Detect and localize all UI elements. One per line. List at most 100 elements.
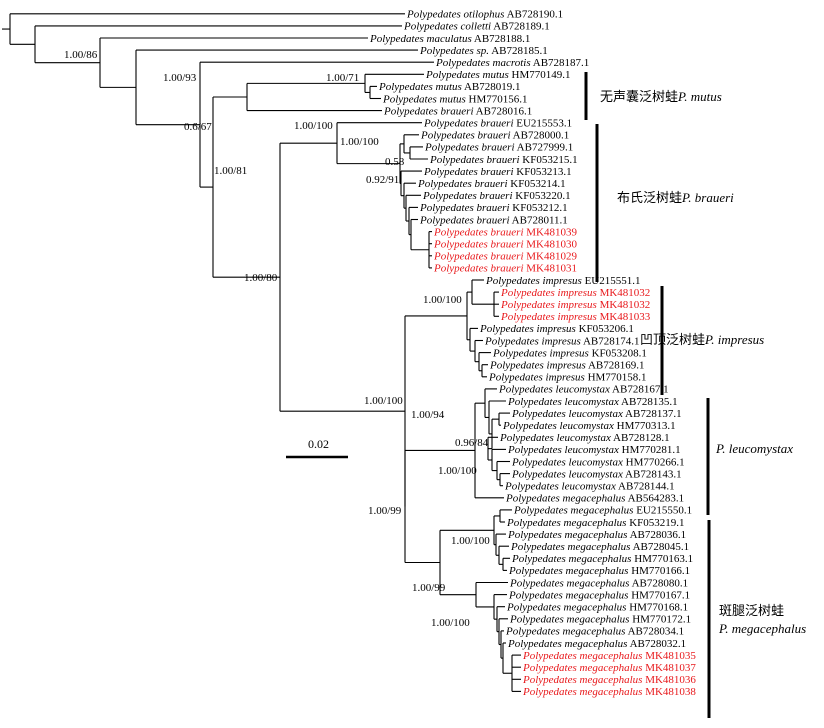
taxon-accession: HM770172.1 — [629, 614, 691, 626]
taxon-label: Polypedates impresus KF053208.1 — [492, 347, 647, 359]
taxon-label: Polypedates braueri AB727999.1 — [424, 142, 573, 154]
taxon-accession: HM770266.1 — [623, 456, 685, 468]
clade-label-megacephalus-chinese: 斑腿泛树蛙 — [719, 604, 784, 619]
taxon-label: Polypedates impresus MK481032 — [500, 287, 650, 299]
support-value-s-leuco: 1.00/94 — [411, 409, 445, 421]
taxon-species-name: Polypedates leucomystax — [502, 420, 614, 432]
taxon-species-name: Polypedates megacephalus — [509, 577, 629, 589]
taxon-label: Polypedates impresus AB728169.1 — [489, 360, 645, 372]
taxon-accession: KF053215.1 — [520, 154, 578, 166]
taxon-label: Polypedates megacephalus AB728032.1 — [507, 638, 686, 650]
taxon-accession: HM770163.1 — [631, 553, 693, 565]
taxon-species-name: Polypedates braueri — [424, 142, 515, 154]
taxon-accession: HM770156.1 — [466, 93, 528, 105]
taxon-species-name: Polypedates impresus — [484, 335, 581, 347]
support-value-s-leu-meg: 1.00/99 — [368, 505, 402, 517]
taxon-accession: HM770313.1 — [614, 420, 676, 432]
taxon-label: Polypedates braueri KF053214.1 — [417, 178, 566, 190]
taxon-accession: KF053212.1 — [510, 202, 568, 214]
taxon-label: Polypedates braueri MK481030 — [433, 239, 577, 251]
taxon-label: Polypedates megacephalus HM770167.1 — [508, 589, 690, 601]
taxon-species-name: Polypedates mutus — [382, 93, 466, 105]
support-value-s-braueri-058: 0.58 — [385, 156, 405, 168]
taxon-accession: MK481033 — [597, 311, 651, 323]
support-value-s-mega-sub2: 1.00/100 — [431, 617, 470, 629]
taxon-label: Polypedates braueri AB728000.1 — [420, 130, 569, 142]
taxon-species-name: Polypedates megacephalus — [507, 529, 627, 541]
support-value-s-main: 1.00/80 — [244, 272, 278, 284]
taxon-accession: HM770168.1 — [626, 602, 688, 614]
taxon-species-name: Polypedates braueri — [383, 105, 474, 117]
taxon-species-name: Polypedates leucomystax — [511, 468, 623, 480]
taxon-species-name: Polypedates leucomystax — [507, 444, 619, 456]
taxon-species-name: Polypedates leucomystax — [499, 432, 611, 444]
taxon-label: Polypedates mutus AB728019.1 — [378, 81, 520, 93]
taxon-label: Polypedates megacephalus KF053219.1 — [506, 517, 685, 529]
taxon-accession: HM770158.1 — [585, 372, 647, 384]
taxon-label: Polypedates braueri MK481029 — [433, 251, 577, 263]
taxon-species-name: Polypedates mutus — [425, 69, 509, 81]
taxon-accession: AB728144.1 — [616, 481, 675, 493]
support-value-s-mut-brau: 0.6/67 — [184, 121, 212, 133]
taxon-label: Polypedates megacephalus MK481037 — [522, 662, 696, 674]
support-value-s-macrotis: 1.00/93 — [163, 72, 197, 84]
taxon-accession: MK481032 — [597, 299, 650, 311]
taxon-species-name: Polypedates leucomystax — [511, 408, 623, 420]
taxon-accession: AB728143.1 — [623, 468, 682, 480]
taxon-species-name: Polypedates megacephalus — [513, 505, 633, 517]
taxon-species-name: Polypedates braueri — [429, 154, 520, 166]
taxon-accession: AB728000.1 — [511, 130, 570, 142]
taxon-accession: AB728187.1 — [531, 57, 590, 69]
taxon-label: Polypedates braueri KF053220.1 — [422, 190, 571, 202]
clade-label-leucomystax: P. leucomystax — [715, 441, 793, 456]
taxon-species-name: Polypedates leucomystax — [511, 456, 623, 468]
taxon-label: Polypedates leucomystax AB728128.1 — [499, 432, 670, 444]
taxon-species-name: Polypedates megacephalus — [511, 553, 631, 565]
clade-label-braueri: 布氏泛树蛙P. braueri — [617, 190, 734, 206]
taxon-accession: MK481032 — [597, 287, 650, 299]
taxon-accession: MK481030 — [524, 239, 578, 251]
taxon-accession: MK481037 — [642, 662, 696, 674]
taxon-species-name: Polypedates braueri — [417, 178, 508, 190]
taxon-label: Polypedates megacephalus HM770172.1 — [509, 614, 691, 626]
taxon-species-name: Polypedates impresus — [488, 372, 585, 384]
taxon-accession: MK481039 — [524, 226, 578, 238]
taxon-label: Polypedates megacephalus HM770163.1 — [511, 553, 693, 565]
taxon-species-name: Polypedates leucomystax — [504, 481, 616, 493]
taxon-species-name: Polypedates impresus — [500, 311, 597, 323]
taxon-species-name: Polypedates impresus — [479, 323, 576, 335]
taxon-accession: AB728016.1 — [474, 105, 533, 117]
taxon-species-name: Polypedates megacephalus — [505, 493, 625, 505]
taxon-label: Polypedates megacephalus AB728034.1 — [505, 626, 684, 638]
taxon-species-name: Polypedates megacephalus — [522, 674, 642, 686]
support-value-s-leuco-096: 0.96/84 — [455, 437, 489, 449]
taxon-species-name: Polypedates mutus — [378, 81, 462, 93]
support-value-s-braueri: 1.00/100 — [294, 120, 333, 132]
taxon-label: Polypedates megacephalus AB728080.1 — [509, 577, 688, 589]
taxon-accession: AB728045.1 — [630, 541, 689, 553]
clade-label-impresus: 凹顶泛树蛙P. impresus — [640, 332, 764, 348]
taxon-accession: HM770166.1 — [628, 565, 690, 577]
support-value-s-mutus: 1.00/71 — [326, 72, 359, 84]
taxon-species-name: Polypedates braueri — [419, 214, 510, 226]
taxon-label: Polypedates mutus HM770156.1 — [382, 93, 528, 105]
taxon-species-name: Polypedates leucomystax — [498, 384, 610, 396]
taxon-label: Polypedates leucomystax AB728144.1 — [504, 481, 675, 493]
taxon-label: Polypedates leucomystax AB728143.1 — [511, 468, 682, 480]
taxon-species-name: Polypedates megacephalus — [510, 541, 630, 553]
taxon-accession: MK481036 — [642, 674, 696, 686]
taxon-label: Polypedates impresus HM770158.1 — [488, 372, 647, 384]
taxon-species-name: Polypedates leucomystax — [507, 396, 619, 408]
taxon-species-name: Polypedates otilophus — [406, 9, 504, 21]
taxon-accession: AB728034.1 — [625, 626, 684, 638]
taxon-species-name: Polypedates impresus — [489, 360, 586, 372]
support-value-s-root: 1.00/86 — [64, 49, 98, 61]
support-value-s-imp-leu-meg: 1.00/100 — [364, 395, 403, 407]
taxon-label: Polypedates impresus MK481033 — [500, 311, 651, 323]
taxon-label: Polypedates megacephalus MK481036 — [522, 674, 696, 686]
taxon-label: Polypedates braueri AB728011.1 — [419, 214, 568, 226]
taxon-label: Polypedates megacephalus AB728045.1 — [510, 541, 689, 553]
taxon-label: Polypedates braueri KF053213.1 — [423, 166, 572, 178]
taxon-accession: EU215550.1 — [633, 505, 692, 517]
